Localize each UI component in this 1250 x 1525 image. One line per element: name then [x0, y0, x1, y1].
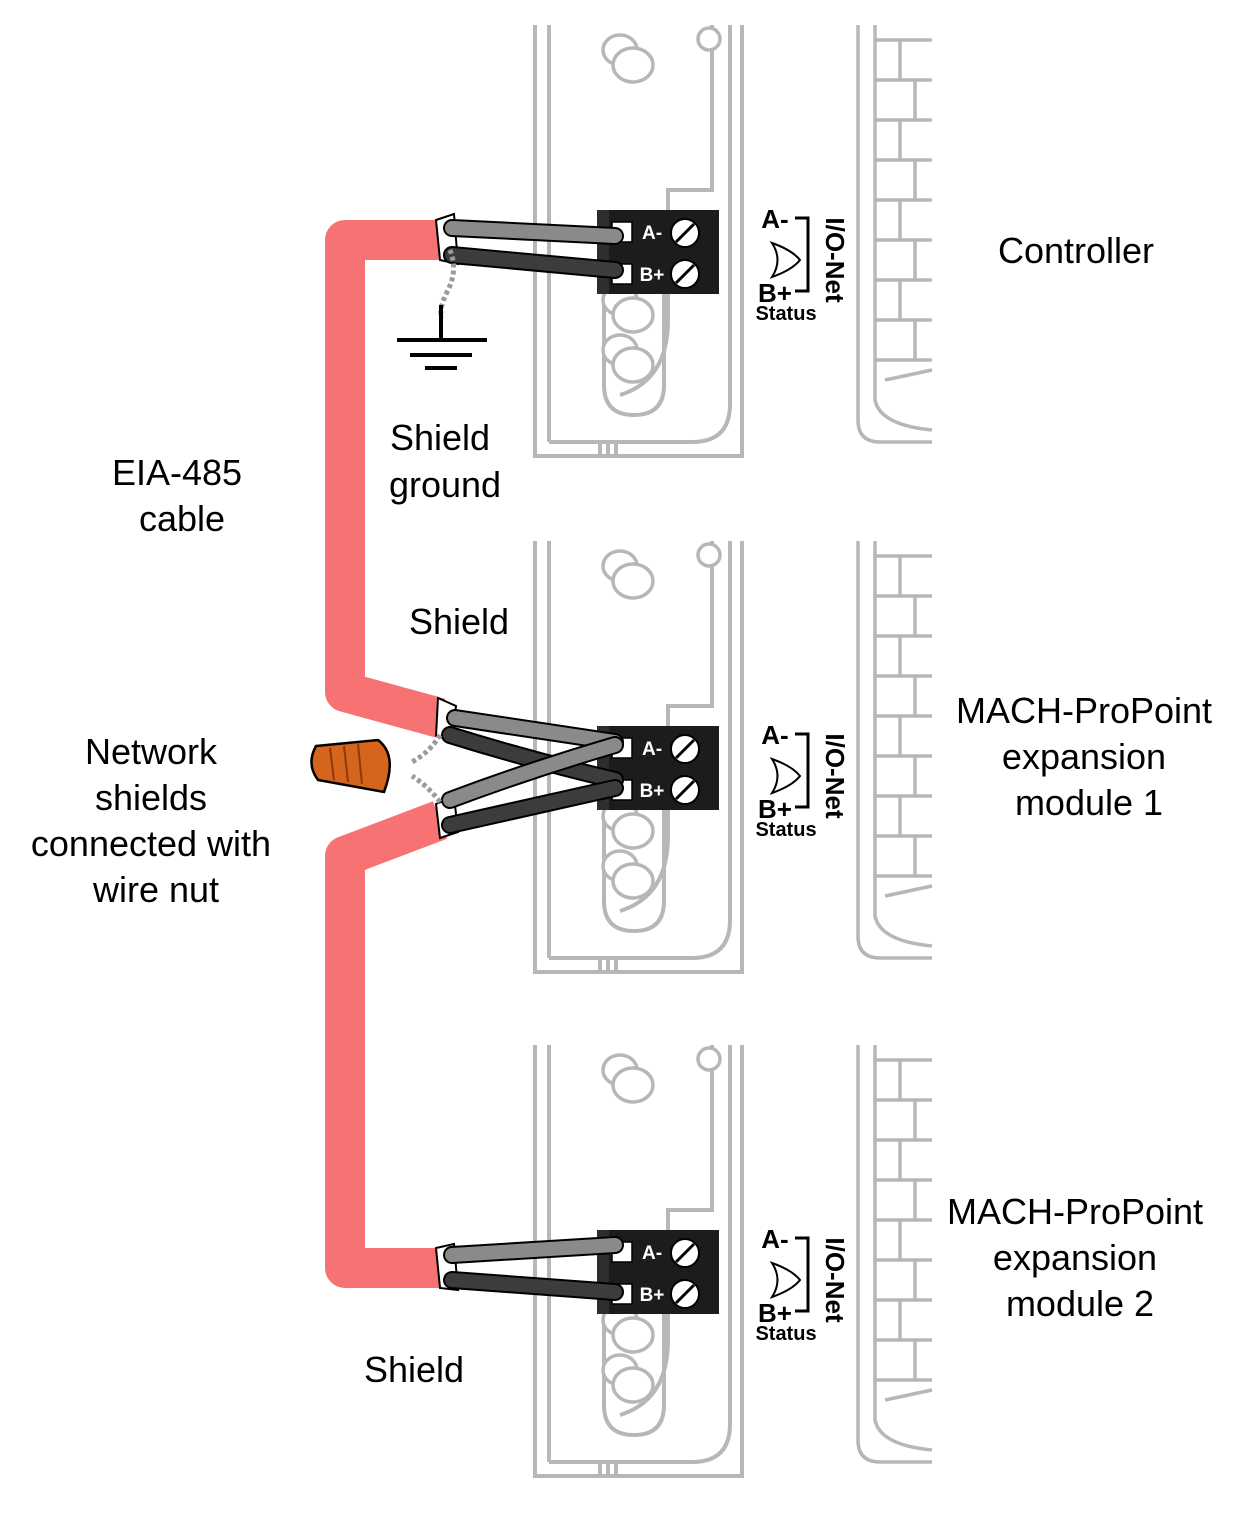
io-net-label: I/O-Net — [820, 1237, 850, 1323]
shield-middle-label: Shield — [409, 601, 509, 642]
terminal-b-label: B+ — [640, 781, 665, 802]
terminal-a-label: A- — [642, 1243, 662, 1264]
wire-nut-label: Network shields connected with wire nut — [31, 731, 281, 910]
terminal-b-label: B+ — [640, 1285, 665, 1306]
wire-nut-icon — [310, 738, 391, 794]
status-b-label: B+ — [758, 278, 792, 308]
terminal-b-label: B+ — [640, 265, 665, 286]
status-b-label: B+ — [758, 1298, 792, 1328]
shield-bottom-label: Shield — [364, 1349, 464, 1390]
status-label: Status — [755, 303, 816, 325]
terminal-a-label: A- — [642, 739, 662, 760]
shield-ground-label: Shield ground — [389, 417, 501, 505]
status-label: Status — [755, 819, 816, 841]
device-label-module-2: MACH-ProPoint expansion module 2 — [947, 1191, 1213, 1324]
status-a-label: A- — [761, 720, 788, 750]
cable-label: EIA-485 cable — [112, 452, 252, 539]
status-a-label: A- — [761, 204, 788, 234]
status-label: Status — [755, 1323, 816, 1345]
device-label-controller: Controller — [998, 230, 1154, 271]
io-net-label: I/O-Net — [820, 217, 850, 303]
device-label-module-1: MACH-ProPoint expansion module 1 — [956, 690, 1222, 823]
status-b-label: B+ — [758, 794, 792, 824]
io-net-label: I/O-Net — [820, 733, 850, 819]
ground-icon — [397, 305, 487, 370]
terminal-a-label: A- — [642, 223, 662, 244]
status-a-label: A- — [761, 1224, 788, 1254]
